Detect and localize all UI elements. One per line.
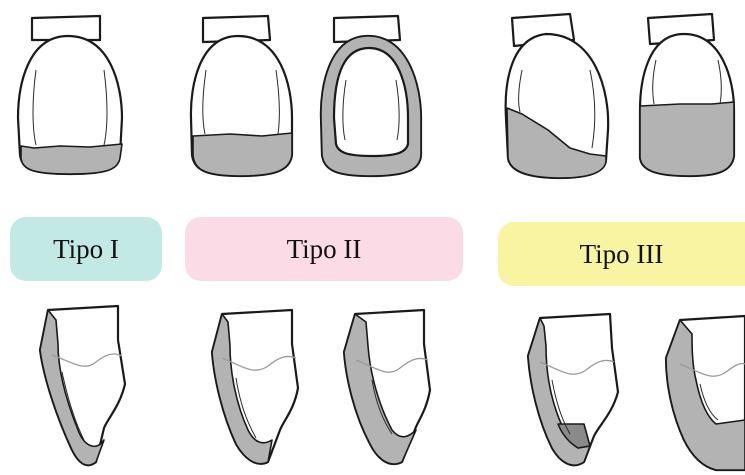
tooth-profile-type3-a (528, 314, 618, 465)
tooth-profile-type2-a (212, 310, 298, 464)
tooth-profile-type3-b (666, 316, 745, 470)
tooth-front-type2-b (321, 16, 421, 176)
type1-label-box: Tipo I (10, 217, 162, 281)
type2-label: Tipo II (287, 234, 362, 265)
tooth-profile-type1 (40, 306, 125, 465)
tooth-front-type2-a (191, 16, 292, 176)
tooth-front-type3-a (506, 14, 609, 178)
type3-label-box: Tipo III (498, 222, 745, 286)
type2-label-box: Tipo II (185, 217, 463, 281)
tooth-front-type1 (18, 16, 122, 174)
tooth-front-type3-b (640, 14, 734, 176)
type3-label: Tipo III (580, 239, 664, 270)
tooth-profile-type2-b (344, 310, 430, 464)
type1-label: Tipo I (53, 234, 119, 265)
